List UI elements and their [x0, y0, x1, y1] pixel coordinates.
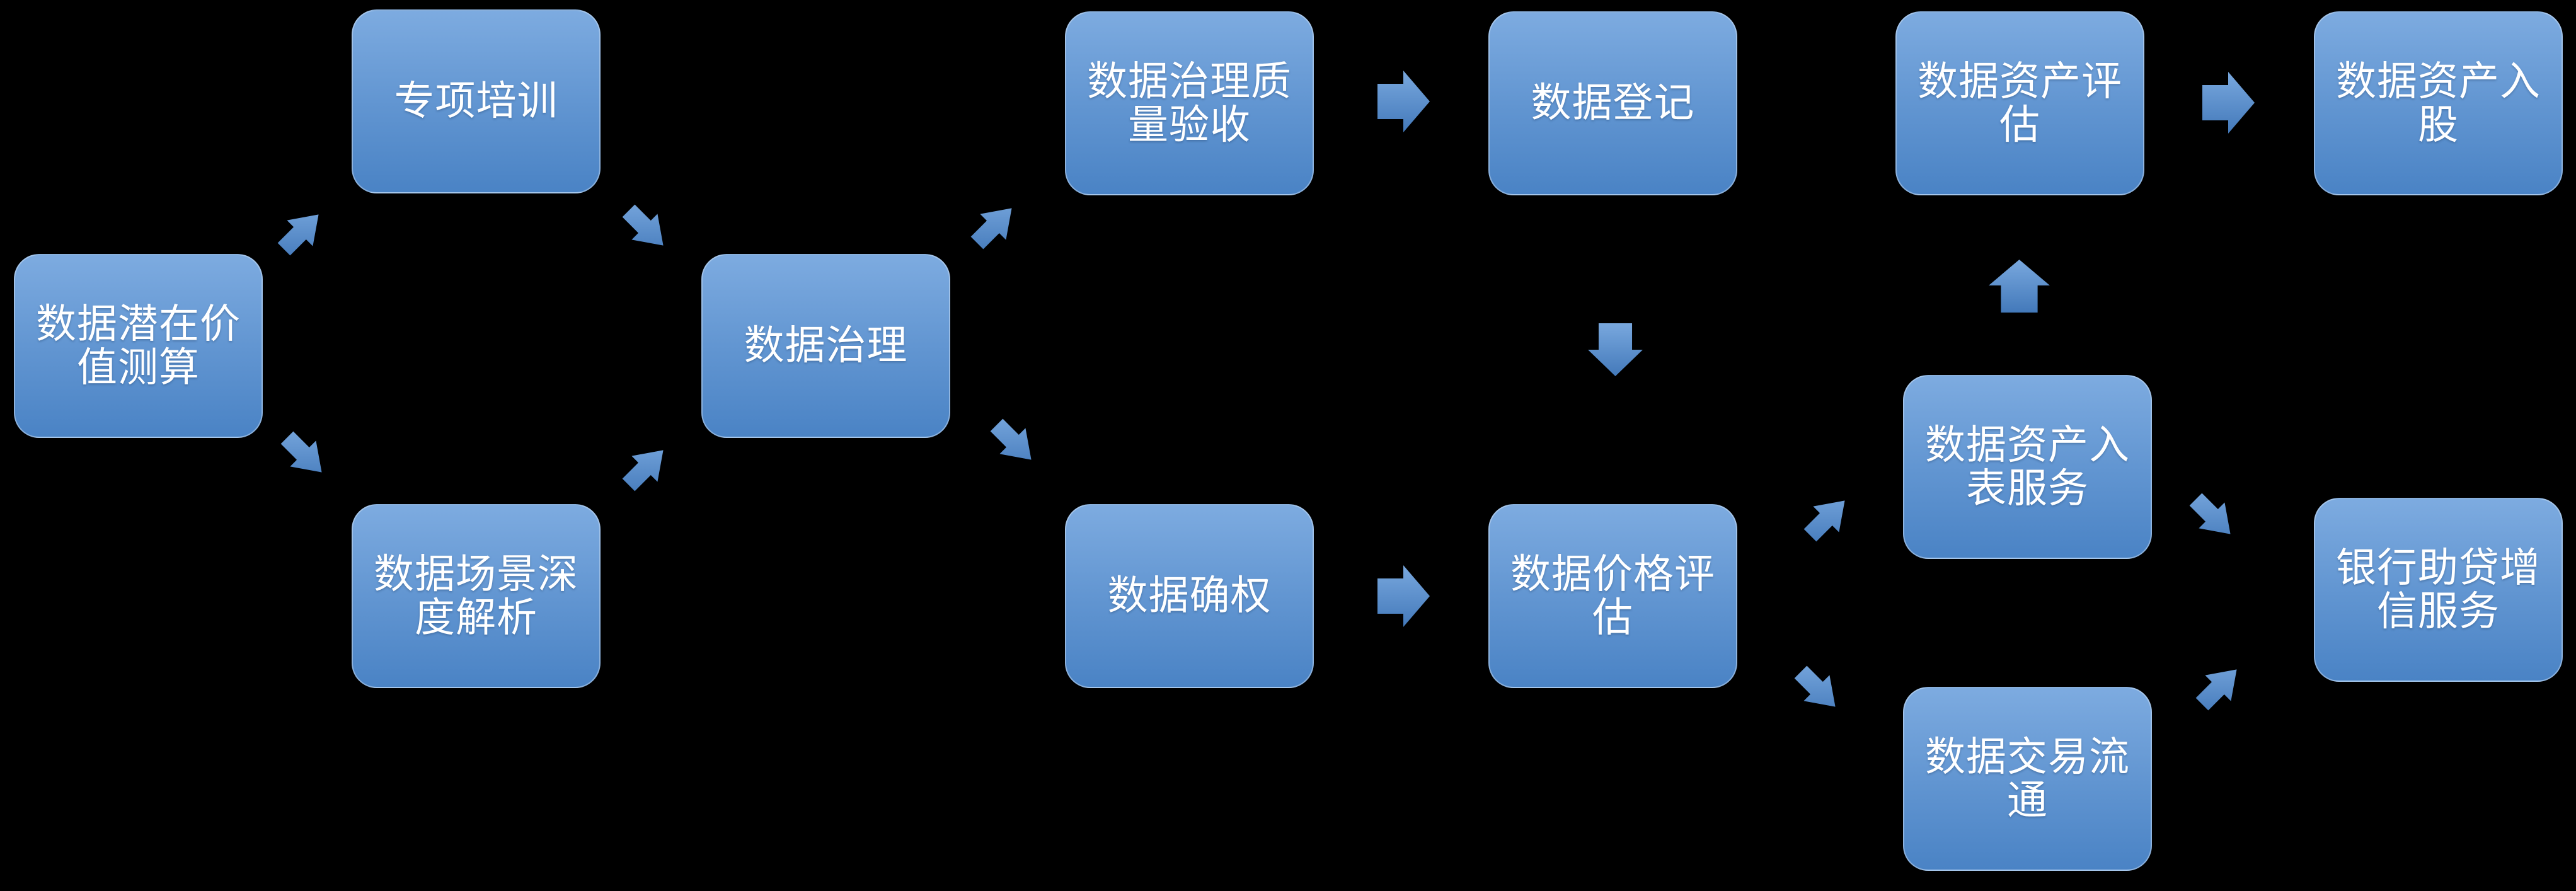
arrow-data-governance-to-rights-confirmation [984, 412, 1044, 473]
node-label: 数据资产入 表服务 [1925, 422, 2130, 511]
node-label: 数据价格评 估 [1510, 551, 1715, 640]
arrow-quality-acceptance-to-registration [1377, 71, 1430, 132]
arrow-asset-listing-service-to-bank-credit-service [2183, 486, 2243, 547]
node-data-potential-value-calculation: 数据潜在价 值测算 [14, 254, 263, 438]
arrow-trading-circulation-to-bank-credit-service [2189, 657, 2250, 717]
node-data-asset-listing-service: 数据资产入 表服务 [1903, 375, 2152, 559]
node-label: 数据场景深 度解析 [374, 551, 578, 640]
node-data-asset-evaluation: 数据资产评 估 [1895, 11, 2144, 195]
node-data-governance: 数据治理 [701, 254, 950, 438]
node-data-price-evaluation: 数据价格评 估 [1488, 504, 1737, 688]
node-data-asset-equity-investment: 数据资产入 股 [2314, 11, 2563, 195]
node-label: 银行助贷增 信服务 [2336, 544, 2541, 634]
node-label: 数据潜在价 值测算 [36, 301, 241, 390]
arrow-price-evaluation-to-trading-circulation [1788, 659, 1848, 720]
node-data-governance-quality-acceptance: 数据治理质 量验收 [1065, 11, 1314, 195]
node-label: 数据交易流 通 [1925, 733, 2130, 823]
arrow-registration-to-price-evaluation [1588, 323, 1643, 376]
node-data-trading-circulation: 数据交易流 通 [1903, 687, 2152, 871]
node-data-scenario-deep-analysis: 数据场景深 度解析 [352, 504, 601, 688]
node-data-rights-confirmation: 数据确权 [1065, 504, 1314, 688]
node-label: 数据治理质 量验收 [1087, 58, 1292, 147]
arrow-asset-listing-service-to-asset-evaluation [1989, 260, 2050, 313]
node-data-registration: 数据登记 [1488, 11, 1737, 195]
arrow-potential-value-to-scenario-analysis [274, 425, 335, 485]
node-label: 数据治理 [744, 323, 908, 369]
arrow-special-training-to-data-governance [616, 198, 676, 258]
arrow-data-governance-to-quality-acceptance [964, 195, 1025, 256]
node-label: 数据资产评 估 [1918, 58, 2122, 147]
arrow-asset-evaluation-to-equity-investment [2202, 72, 2255, 134]
node-bank-loan-credit-enhancement-service: 银行助贷增 信服务 [2314, 498, 2563, 682]
node-label: 数据登记 [1531, 80, 1695, 126]
arrow-scenario-analysis-to-data-governance [616, 437, 676, 498]
node-label: 数据确权 [1107, 573, 1272, 619]
node-label: 专项培训 [394, 78, 558, 124]
arrow-potential-value-to-special-training [271, 202, 331, 262]
node-special-training: 专项培训 [352, 9, 601, 193]
arrow-rights-confirmation-to-price-evaluation [1377, 565, 1430, 627]
node-label: 数据资产入 股 [2336, 58, 2541, 147]
arrow-price-evaluation-to-asset-listing-service [1797, 488, 1858, 548]
